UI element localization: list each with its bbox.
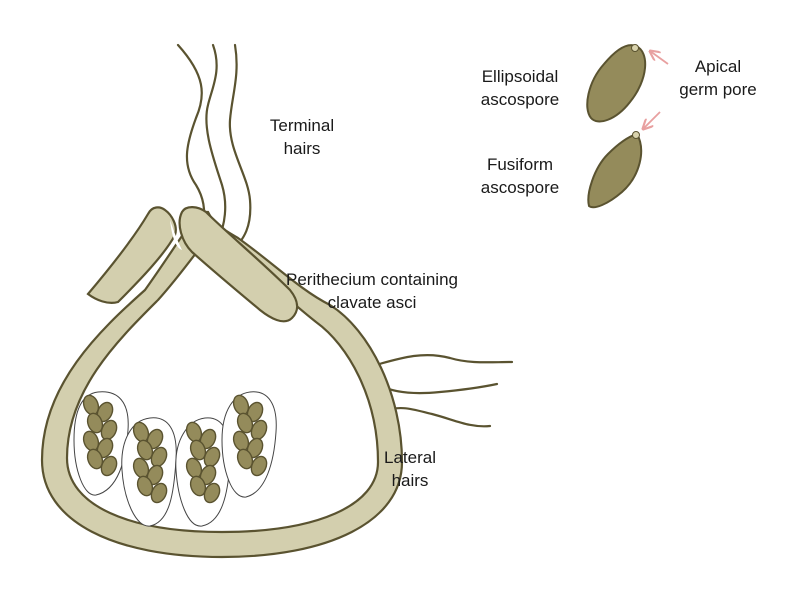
fusiform-ascospore-body	[587, 132, 643, 209]
label-ellipsoidal-line2: ascospore	[480, 90, 560, 109]
label-apical-line2: germ pore	[679, 80, 757, 99]
label-apical-line1: Apical	[694, 57, 742, 76]
label-lateral-hairs: Lateral hairs	[372, 446, 448, 492]
terminal-hair-2	[205, 43, 227, 242]
terminal-hair-1	[176, 43, 206, 226]
label-lateral-hairs-line2: hairs	[391, 471, 429, 490]
terminal-hair-3	[228, 43, 252, 254]
ascospores-in-asci	[82, 394, 268, 504]
ascus-2-spore	[136, 439, 154, 461]
ascus-4-spore	[236, 448, 254, 470]
ascus-2-spore	[150, 482, 168, 504]
label-perithecium: Perithecium containing clavate asci	[272, 268, 472, 314]
label-ellipsoidal-line1: Ellipsoidal	[481, 67, 559, 86]
ascus-1-spore	[86, 412, 104, 434]
ostiole-lip-right	[178, 206, 299, 323]
ellipsoidal-germ-pore	[631, 44, 639, 52]
ascus-4-spore	[236, 412, 254, 434]
label-terminal-hairs-line1: Terminal	[269, 116, 335, 135]
label-ellipsoidal-ascospore: Ellipsoidal ascospore	[472, 65, 568, 111]
apical-pore-arrow-2	[643, 111, 661, 129]
ascus-2-spore	[136, 475, 154, 497]
label-lateral-hairs-line1: Lateral	[384, 448, 436, 467]
fusiform-germ-pore	[632, 131, 640, 139]
ascus-3-spore	[189, 475, 207, 497]
ascus-3-spore	[189, 439, 207, 461]
ascus-1-spore	[100, 455, 118, 477]
ascus-1-spore	[86, 448, 104, 470]
terminal-hairs	[176, 43, 252, 254]
apical-pore-arrow-1	[650, 51, 669, 65]
ellipsoidal-ascospore	[586, 44, 647, 123]
label-fusiform-line2: ascospore	[480, 178, 560, 197]
label-fusiform-ascospore: Fusiform ascospore	[472, 153, 568, 199]
ascus-4-spore	[250, 455, 268, 477]
ellipsoidal-ascospore-body	[586, 44, 647, 123]
label-apical-germ-pore: Apical germ pore	[668, 55, 768, 101]
label-terminal-hairs-line2: hairs	[283, 139, 321, 158]
label-fusiform-line1: Fusiform	[486, 155, 554, 174]
fusiform-ascospore	[587, 131, 643, 209]
label-terminal-hairs: Terminal hairs	[262, 114, 342, 160]
neck-gap	[170, 220, 182, 250]
ascus-3-spore	[203, 482, 221, 504]
label-perithecium-line2: clavate asci	[327, 293, 417, 312]
label-perithecium-line1: Perithecium containing	[286, 270, 458, 289]
